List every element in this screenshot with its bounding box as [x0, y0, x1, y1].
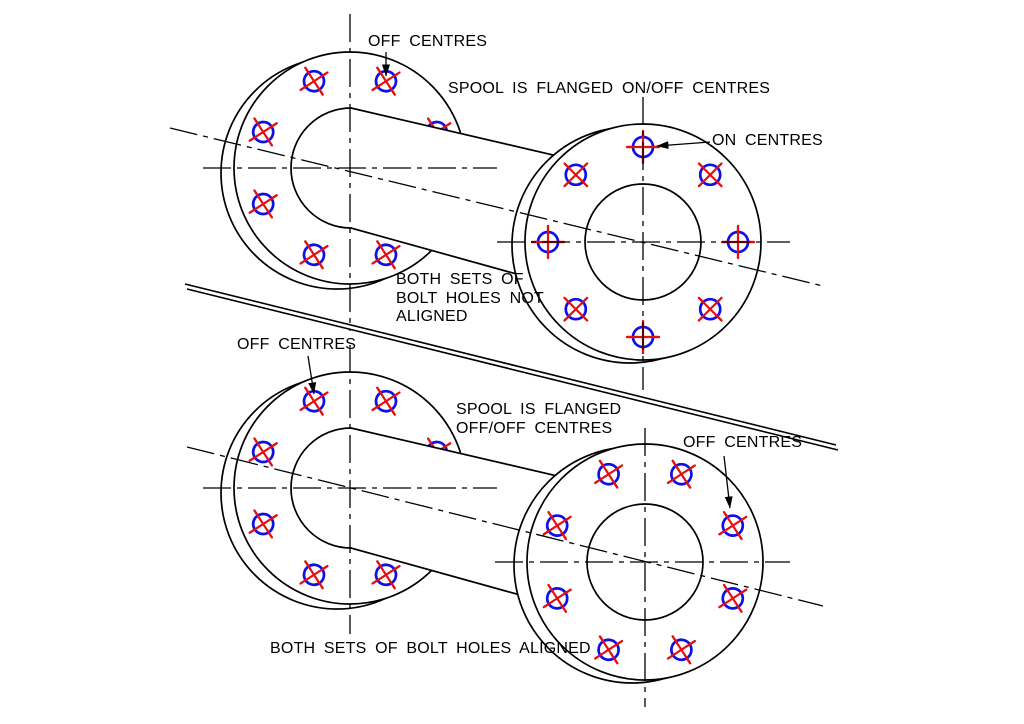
bolt-hole-cross-mark: [594, 464, 624, 485]
bolt-hole-cross-mark: [697, 162, 723, 188]
bolt-hole-cross-mark: [563, 162, 589, 188]
bolt-hole-cross-mark: [248, 514, 278, 534]
bolt-hole: [248, 509, 278, 539]
bolt-hole-cross-mark: [371, 244, 401, 265]
bolt-hole: [697, 162, 723, 188]
bolt-hole-cross-mark: [371, 564, 401, 585]
top-off-centres-label: OFF CENTRES: [368, 33, 488, 50]
diagram-separator-line: [184, 283, 839, 451]
bolt-hole: [299, 66, 329, 96]
bolt-hole: [299, 386, 329, 416]
bolt-hole-cross-mark: [666, 639, 696, 660]
bolt-hole: [666, 459, 696, 489]
top-note-line3: ALIGNED: [396, 308, 468, 325]
top-note-line1: BOTH SETS OF: [396, 271, 524, 288]
spool-body-top: [290, 107, 567, 287]
bolt-hole: [697, 296, 723, 322]
bolt-hole-cross-mark: [371, 71, 401, 92]
bolt-hole: [542, 511, 572, 541]
diagram-bottom-off-off-centres: [220, 371, 764, 684]
bolt-hole: [371, 66, 401, 96]
bottom-left-off-centres-label: OFF CENTRES: [237, 336, 357, 353]
top-spool-caption: SPOOL IS FLANGED ON/OFF CENTRES: [448, 80, 771, 97]
bolt-hole-cross-mark: [718, 588, 748, 609]
bolt-hole: [563, 296, 589, 322]
bolt-hole: [563, 162, 589, 188]
bolt-hole-cross-mark: [542, 515, 572, 536]
bottom-spool-axis-centreline: [186, 446, 824, 607]
bolt-hole: [299, 240, 329, 270]
bolt-hole: [718, 511, 748, 541]
bolt-hole: [371, 240, 401, 270]
bolt-hole-cross-mark: [371, 391, 401, 412]
bolt-hole: [371, 386, 401, 416]
bolt-hole-cross-mark: [718, 515, 748, 536]
bolt-hole: [299, 560, 329, 590]
top-spool-axis-centreline: [169, 127, 824, 287]
spool-body-bottom: [290, 427, 567, 607]
bolt-hole-cross-mark: [248, 194, 278, 214]
bolt-hole: [248, 437, 278, 467]
bolt-hole: [718, 583, 748, 613]
centrelines: [169, 14, 824, 707]
bolt-hole-cross-mark: [542, 588, 572, 609]
bottom-right-off-centres-label: OFF CENTRES: [683, 434, 803, 451]
bottom-right-off-centres-arrow: [723, 455, 733, 509]
bolt-hole-cross-mark: [594, 639, 624, 660]
bottom-left-off-centres-arrow: [307, 355, 317, 395]
bolt-hole: [594, 635, 624, 665]
bolt-hole-cross-mark: [299, 71, 329, 92]
bottom-spool-caption: SPOOL IS FLANGED OFF/OFF CENTRES: [456, 401, 621, 438]
bolt-hole-cross-mark: [248, 442, 278, 462]
bolt-hole: [594, 459, 624, 489]
bolt-hole-cross-mark: [299, 244, 329, 265]
bolt-hole: [248, 117, 278, 147]
bolt-hole-cross-mark: [697, 296, 723, 322]
bottom-spool-caption-line1: SPOOL IS FLANGED: [456, 401, 622, 418]
bolt-hole-cross-mark: [666, 464, 696, 485]
on-centres-label: ON CENTRES: [712, 132, 823, 149]
bolt-hole: [666, 635, 696, 665]
bolt-hole-cross-mark: [563, 296, 589, 322]
bolt-hole-cross-mark: [248, 122, 278, 142]
bolt-hole: [371, 560, 401, 590]
bolt-hole-cross-mark: [299, 391, 329, 412]
bottom-note: BOTH SETS OF BOLT HOLES ALIGNED: [270, 640, 591, 657]
bottom-spool-caption-line2: OFF/OFF CENTRES: [456, 419, 613, 437]
top-note-line2: BOLT HOLES NOT: [396, 289, 545, 307]
on-centres-arrow: [656, 141, 711, 150]
bolt-hole-cross-mark: [299, 564, 329, 585]
bolt-hole: [248, 189, 278, 219]
bolt-hole: [542, 583, 572, 613]
bottom-right-flange-bolt-holes: [542, 459, 748, 665]
leader-lines: [307, 52, 733, 509]
top-note: BOTH SETS OF BOLT HOLES NOT ALIGNED: [396, 271, 544, 327]
